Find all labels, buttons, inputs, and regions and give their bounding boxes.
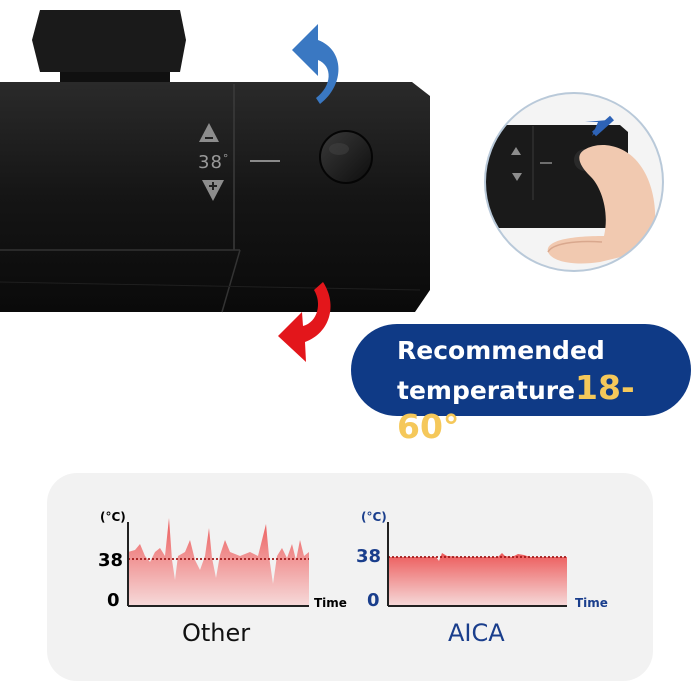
aica-unit-label: (°C) <box>361 510 387 524</box>
other-area <box>128 518 309 606</box>
other-chart-title: Other <box>182 619 251 647</box>
press-button-inset <box>484 92 664 272</box>
temperature-up-icon <box>199 123 219 142</box>
temperature-knob <box>319 130 373 184</box>
temperature-down-icon <box>202 180 224 201</box>
banner-line1: Recommended <box>397 336 605 365</box>
temperature-range: 18-60° <box>397 368 635 446</box>
other-tick-38: 38 <box>98 550 124 571</box>
other-tick-0: 0 <box>107 590 120 611</box>
banner-line2: temperature18-60° <box>397 368 635 446</box>
recommended-temperature-banner: Recommended temperature18-60° <box>351 324 691 445</box>
aica-tick-38: 38 <box>356 546 382 567</box>
product-illustration <box>0 10 664 362</box>
aica-chart-title: AICA <box>448 619 505 647</box>
rotate-up-arrow-icon <box>292 24 339 104</box>
other-unit-label: (°C) <box>100 510 126 524</box>
other-time-label: Time <box>314 596 347 610</box>
rotate-down-arrow-icon <box>278 282 331 362</box>
aica-area <box>388 553 567 606</box>
aica-time-label: Time <box>575 596 608 610</box>
panel-temperature-label: 38° <box>198 152 230 173</box>
aica-tick-0: 0 <box>367 590 380 611</box>
